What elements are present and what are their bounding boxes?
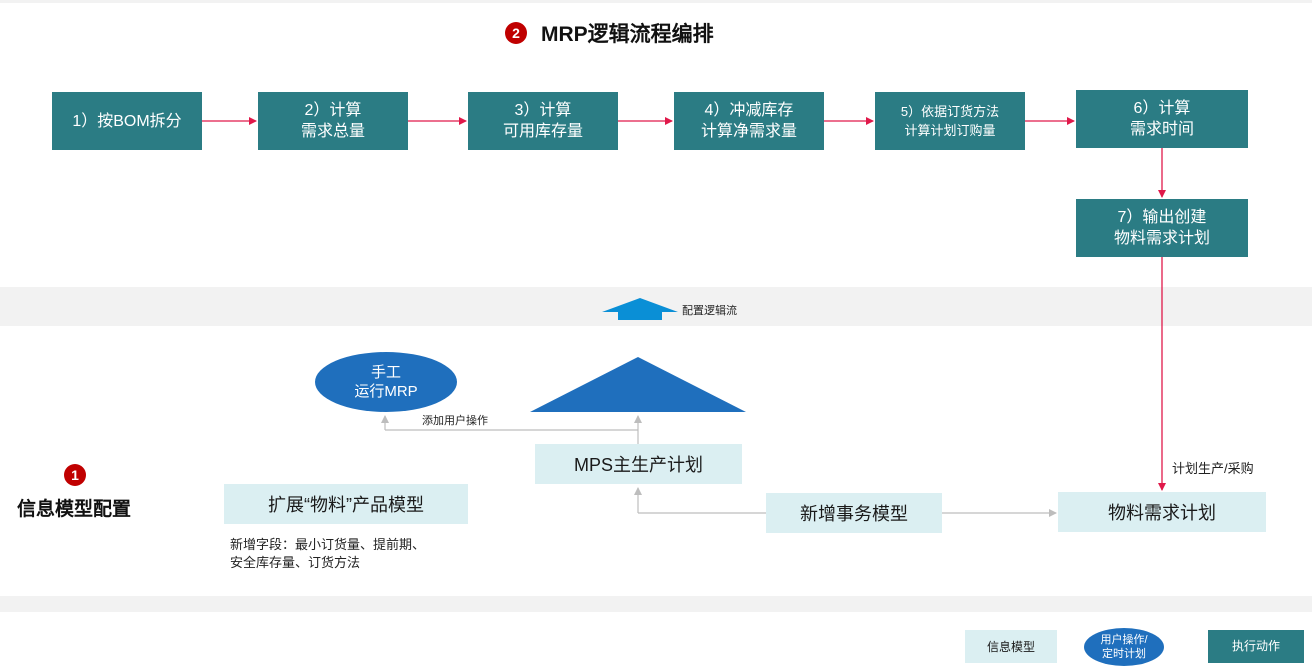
add-user-action-label: 添加用户操作 [422,415,488,427]
step-3-available-stock: 3）计算 可用库存量 [468,92,618,150]
material-fields-text: 新增字段：最小订货量、提前期、 安全库存量、订货方法 [230,537,426,570]
title-text: MRP逻辑流程编排 [541,23,714,46]
title-number-badge: 2 [505,22,527,44]
step-4-net-demand: 4）冲减库存 计算净需求量 [674,92,824,150]
step-2-total-demand: 2）计算 需求总量 [258,92,408,150]
info-section-badge: 1 [64,464,86,486]
step-7-output-mrp: 7）输出创建 物料需求计划 [1076,199,1248,257]
manual-run-mrp-ellipse: 手工 运行MRP [315,352,457,412]
mps-box: MPS主生产计划 [535,444,742,484]
config-flow-arrow [602,298,678,320]
new-transaction-model-box: 新增事务模型 [766,493,942,533]
scheduled-run-mrp-label: 定时 运行MRP [606,369,670,405]
info-section-title: 信息模型配置 [17,499,132,520]
step-5-order-quantity: 5）依据订货方法 计算计划订购量 [875,92,1025,150]
page-title: 2 MRP逻辑流程编排 [505,18,714,48]
plan-production-label: 计划生产/采购 [1172,461,1254,476]
step-6-demand-time: 6）计算 需求时间 [1076,90,1248,148]
config-flow-label: 配置逻辑流 [682,305,737,317]
step-1-bom-split: 1）按BOM拆分 [52,92,202,150]
legend-info-model: 信息模型 [965,630,1057,663]
legend-execute-action: 执行动作 [1208,630,1304,663]
material-model-box: 扩展“物料”产品模型 [224,484,468,524]
mrp-plan-box: 物料需求计划 [1058,492,1266,532]
legend-user-action-ellipse: 用户操作/ 定时计划 [1084,628,1164,666]
